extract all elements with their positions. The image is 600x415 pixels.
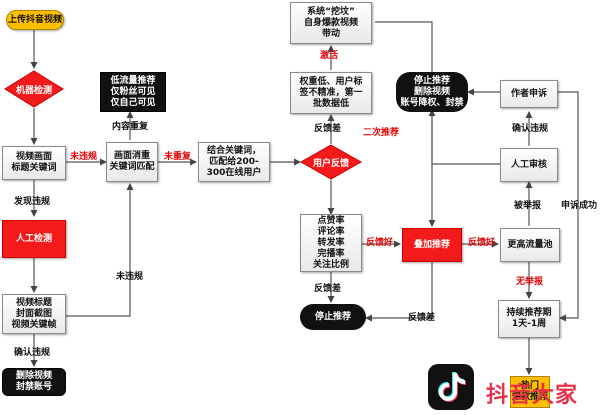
second-recommend-label: 二次推荐 bbox=[363, 128, 400, 138]
appeal-success-label: 申诉成功 bbox=[561, 201, 598, 211]
brand-watermark-text: 抖音大家 bbox=[486, 383, 579, 408]
low-traffic-node: 低流量推荐 仅粉丝可见 仅自己可见 bbox=[100, 72, 166, 112]
not-dup-label: 未重复 bbox=[164, 152, 192, 162]
not-reported-label: 无举报 bbox=[516, 277, 544, 287]
long-recommend-node: 持续推荐期 1天-1周 bbox=[498, 300, 560, 338]
feedback-bad-label-2: 反馈差 bbox=[314, 284, 342, 294]
found-violation-label: 发现违规 bbox=[14, 197, 51, 207]
appeal-node: 作者申诉 bbox=[500, 80, 558, 108]
metrics-node: 点赞率 评论率 转发率 完播率 关注比例 bbox=[300, 214, 362, 272]
tiktok-logo-icon bbox=[428, 364, 474, 410]
feedback-good-label-1: 反馈好 bbox=[366, 238, 394, 248]
dig-out-node: 系统“挖坟” 自身爆款视频 带动 bbox=[290, 2, 372, 44]
content-dup-label: 内容重复 bbox=[112, 122, 149, 132]
no-violation-label-2: 未违规 bbox=[116, 272, 144, 282]
frame-keywords-node: 视频标题 封面截图 视频关键帧 bbox=[2, 294, 66, 334]
feedback-good-label-2: 反馈好 bbox=[468, 238, 496, 248]
machine-check-label: 机器检测 bbox=[15, 85, 52, 96]
confirm-violation-left-label: 确认违规 bbox=[14, 348, 51, 358]
popular-node: 热门 爆款推荐 bbox=[510, 376, 550, 408]
feedback-bad-label-1: 反馈差 bbox=[314, 124, 342, 134]
stop-delete-node: 停止推荐 删除视频 账号降权、封禁 bbox=[396, 72, 468, 112]
boost-node: 叠加推荐 bbox=[402, 228, 462, 262]
confirm-violation-right-label: 确认违规 bbox=[512, 124, 549, 134]
dedup-node: 画面消重 关键词匹配 bbox=[106, 142, 158, 182]
feedback-bad-label-3: 反馈差 bbox=[408, 313, 436, 323]
no-violation-label-1: 未违规 bbox=[70, 152, 98, 162]
machine-check-diamond: 机器检测 bbox=[4, 70, 64, 108]
upload-video-node: 上传抖音视频 bbox=[6, 10, 64, 30]
stop-recommend-node: 停止推荐 bbox=[300, 304, 366, 330]
bigger-pool-node: 更高流量池 bbox=[500, 228, 560, 262]
initial-pool-node: 结合关键词， 匹配给200- 300在线用户 bbox=[198, 142, 270, 182]
delete-ban-node: 删除视频 封禁账号 bbox=[2, 368, 66, 396]
title-keywords-node: 视频画面 标题关键词 bbox=[2, 146, 66, 180]
manual-check-node: 人工检测 bbox=[2, 220, 66, 258]
high-weight-node: 权重低、用户标 签不精准，第一 批数据低 bbox=[290, 72, 372, 114]
user-feedback-diamond: 用户反馈 bbox=[300, 144, 362, 180]
activate-label: 激活 bbox=[320, 51, 339, 61]
review-node: 人工审核 bbox=[500, 148, 558, 182]
reported-label: 被举报 bbox=[514, 201, 542, 211]
user-feedback-label: 用户反馈 bbox=[312, 158, 349, 169]
